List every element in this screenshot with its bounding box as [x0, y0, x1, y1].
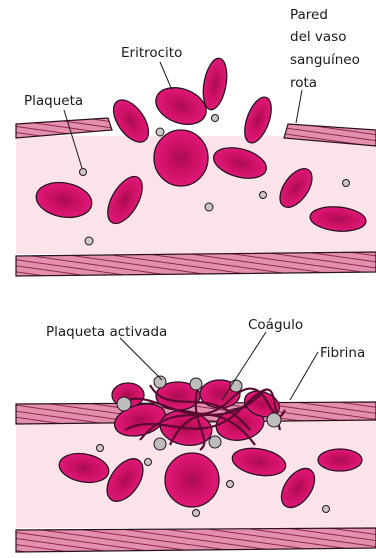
rbc [151, 81, 211, 131]
label-pared-3: sanguíneo [290, 52, 360, 68]
platelet [97, 445, 104, 452]
platelet [193, 510, 200, 517]
label-pared-1: Pared [290, 7, 328, 23]
bottom-panel: Plaqueta activada Coágulo Fibrina [16, 317, 376, 552]
platelet [343, 180, 350, 187]
rbc [154, 130, 208, 186]
activated-platelet [117, 397, 131, 411]
leader-plaqueta-activada [120, 338, 162, 380]
rbc [318, 449, 362, 471]
top-panel: Eritrocito Plaqueta Pared del vaso sangu… [16, 7, 376, 276]
platelet [212, 115, 219, 122]
platelet [260, 192, 267, 199]
activated-platelet [230, 380, 242, 392]
label-plaqueta: Plaqueta [24, 93, 83, 109]
label-eritrocito: Eritrocito [121, 45, 182, 61]
bottom-lower-wall [16, 528, 376, 552]
leader-pared [296, 90, 302, 123]
leader-eritrocito [160, 62, 172, 90]
label-pared-2: del vaso [290, 29, 346, 45]
activated-platelet [190, 378, 202, 390]
platelet [323, 506, 330, 513]
activated-platelet [154, 438, 166, 450]
top-lower-wall [16, 252, 376, 276]
label-pared-4: rota [290, 75, 317, 91]
activated-platelet [209, 436, 221, 448]
label-coagulo: Coágulo [248, 317, 303, 333]
top-upper-wall-left [16, 118, 112, 138]
rbc [165, 453, 219, 507]
label-plaqueta-activada: Plaqueta activada [46, 324, 167, 340]
platelet [80, 169, 87, 176]
platelet [145, 459, 152, 466]
leader-fibrina [290, 352, 318, 400]
platelet [85, 237, 93, 245]
platelet [205, 203, 213, 211]
platelet [227, 481, 234, 488]
platelet [156, 128, 164, 136]
label-fibrina: Fibrina [320, 345, 365, 361]
activated-platelet [267, 413, 281, 427]
